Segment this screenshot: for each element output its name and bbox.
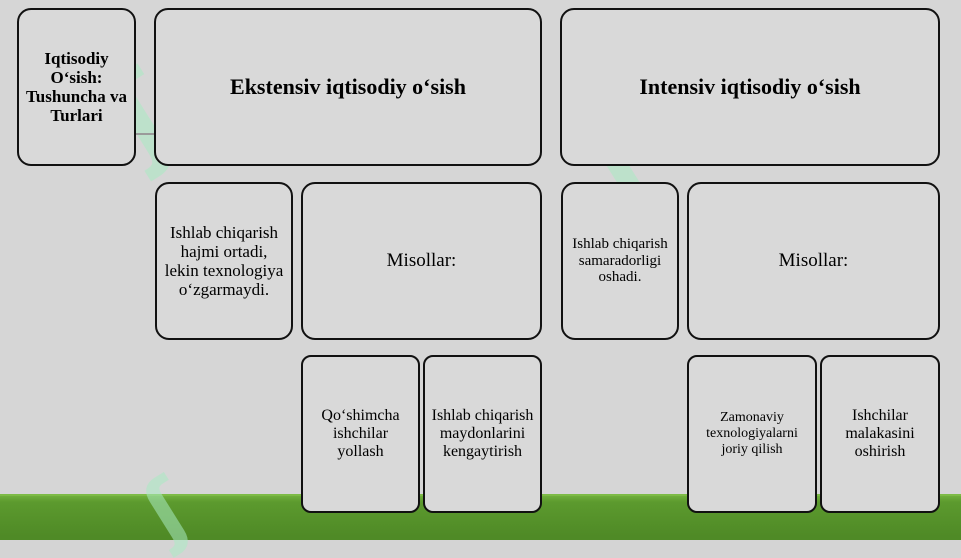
extensive-example-1: Qo‘shimcha ishchilar yollash — [321, 407, 400, 460]
extensive-heading-box: Ekstensiv iqtisodiy o‘sish — [154, 8, 542, 166]
extensive-example-2: Ishlab chiqarish maydonlarini kengaytiri… — [431, 407, 534, 460]
intensive-example-1: Zamonaviy texnologiyalarni joriy qilish — [706, 410, 798, 457]
extensive-description: Ishlab chiqarish hajmi ortadi, lekin tex… — [164, 222, 284, 300]
extensive-examples-label-box: Misollar: — [301, 182, 542, 340]
root-title-box: Iqtisodiy O‘sish: Tushuncha va Turlari — [17, 8, 136, 166]
intensive-examples-label: Misollar: — [778, 250, 849, 272]
intensive-example-2: Ishchilar malakasini oshirish — [845, 407, 915, 460]
intensive-description: Ishlab chiqarish samaradorligi oshadi. — [572, 235, 668, 286]
intensive-heading: Intensiv iqtisodiy o‘sish — [639, 73, 861, 99]
extensive-examples-label: Misollar: — [386, 250, 457, 272]
extensive-heading: Ekstensiv iqtisodiy o‘sish — [230, 73, 466, 99]
intensive-description-box: Ishlab chiqarish samaradorligi oshadi. — [561, 182, 679, 340]
intensive-heading-box: Intensiv iqtisodiy o‘sish — [560, 8, 940, 166]
connector-line — [136, 133, 156, 135]
extensive-description-box: Ishlab chiqarish hajmi ortadi, lekin tex… — [155, 182, 293, 340]
root-title: Iqtisodiy O‘sish: Tushuncha va Turlari — [26, 48, 127, 126]
extensive-example-2-box: Ishlab chiqarish maydonlarini kengaytiri… — [423, 355, 542, 513]
intensive-examples-label-box: Misollar: — [687, 182, 940, 340]
intensive-example-1-box: Zamonaviy texnologiyalarni joriy qilish — [687, 355, 817, 513]
intensive-example-2-box: Ishchilar malakasini oshirish — [820, 355, 940, 513]
extensive-example-1-box: Qo‘shimcha ishchilar yollash — [301, 355, 420, 513]
